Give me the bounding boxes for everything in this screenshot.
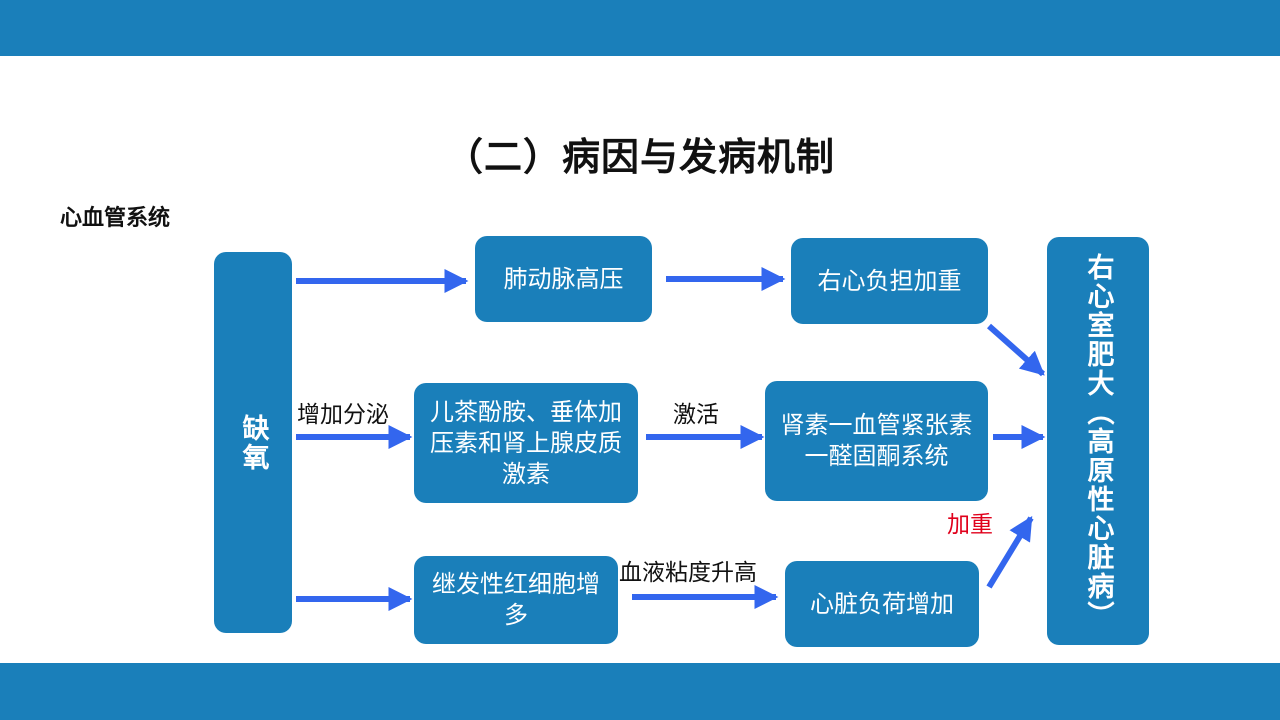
slide-title: （二）病因与发病机制 [444, 135, 835, 179]
hypoxia-node: 缺氧 [214, 252, 292, 633]
edge-label-aggravate: 加重 [947, 512, 993, 538]
cardiac-load-node: 心脏负荷增加 [785, 561, 979, 647]
raas-node: 肾素一血管紧张素一醛固酮系统 [765, 381, 988, 501]
pulmonary-hypertension-node: 肺动脉高压 [475, 236, 652, 322]
right-heart-load-node: 右心负担加重 [791, 238, 988, 324]
edge-label-viscosity: 血液粘度升高 [619, 560, 757, 586]
top-banner [0, 0, 1280, 56]
slide-subtitle: 心血管系统 [60, 206, 171, 231]
catecholamines-node: 儿茶酚胺、垂体加压素和肾上腺皮质激素 [414, 383, 638, 503]
bottom-banner [0, 663, 1280, 720]
polycythemia-node: 继发性红细胞增多 [414, 556, 618, 644]
outcome-node: 右心室肥大（高原性心脏病） [1047, 237, 1149, 645]
edge-label-activate: 激活 [673, 402, 719, 428]
edge-label-increase-secretion: 增加分泌 [297, 402, 389, 428]
arrow-cardiac-load-to-outcome [986, 515, 1034, 589]
arrow-right-load-to-outcome [987, 323, 1045, 377]
